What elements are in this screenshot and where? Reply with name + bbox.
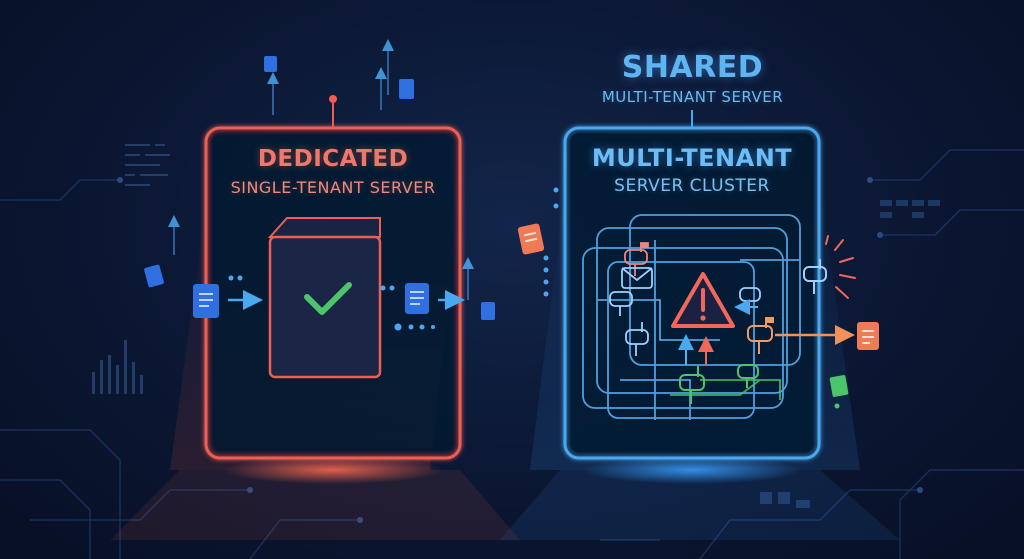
code-lines-decoration — [125, 144, 170, 186]
blue-floor-glow — [500, 470, 900, 540]
outgoing-document-icon — [405, 283, 429, 314]
mailbox-icon — [679, 366, 705, 404]
upload-arrows-decoration — [168, 39, 474, 300]
green-network-lines — [670, 379, 781, 400]
warning-icon — [671, 272, 735, 328]
antenna-icon — [329, 95, 337, 128]
shared-box-subtitle: SERVER CLUSTER — [614, 176, 770, 196]
envelope-icon — [621, 267, 653, 289]
floating-document-icon — [264, 56, 277, 72]
shared-title: SHARED — [621, 50, 764, 85]
floating-document-icon — [399, 79, 414, 99]
mailbox-icon — [625, 322, 649, 356]
alert-rays-icon — [825, 235, 856, 299]
floating-document-icon — [517, 223, 545, 255]
background-dots — [117, 177, 923, 523]
dots-decoration — [543, 187, 559, 297]
shared-subtitle: MULTI-TENANT SERVER — [601, 88, 784, 106]
mailbox-icon — [737, 364, 759, 388]
mailbox-icon — [747, 317, 774, 354]
incoming-document-icon — [193, 284, 219, 318]
floating-document-icon — [829, 375, 849, 397]
dedicated-title: DEDICATED — [257, 146, 409, 172]
red-glow-spot — [223, 456, 443, 484]
bar-graph-decoration — [92, 340, 143, 394]
mailbox-icon — [609, 291, 633, 316]
mailbox-icon — [803, 259, 827, 294]
leaked-document-icon — [857, 322, 879, 350]
document-icon — [481, 302, 495, 320]
dots-decoration — [834, 403, 840, 409]
grid-decoration — [760, 200, 940, 508]
dedicated-subtitle: SINGLE-TENANT SERVER — [230, 178, 436, 197]
dots-decoration — [228, 275, 435, 331]
checkmark-icon — [304, 282, 352, 315]
dedicated-server-box — [267, 217, 382, 379]
red-floor-glow — [110, 470, 520, 540]
background-circuit-lines — [0, 149, 1024, 559]
blue-glow-spot — [582, 456, 802, 484]
floating-document-icon — [144, 264, 164, 288]
shared-box-title: MULTI-TENANT — [591, 144, 793, 172]
mailbox-icon — [624, 242, 649, 276]
